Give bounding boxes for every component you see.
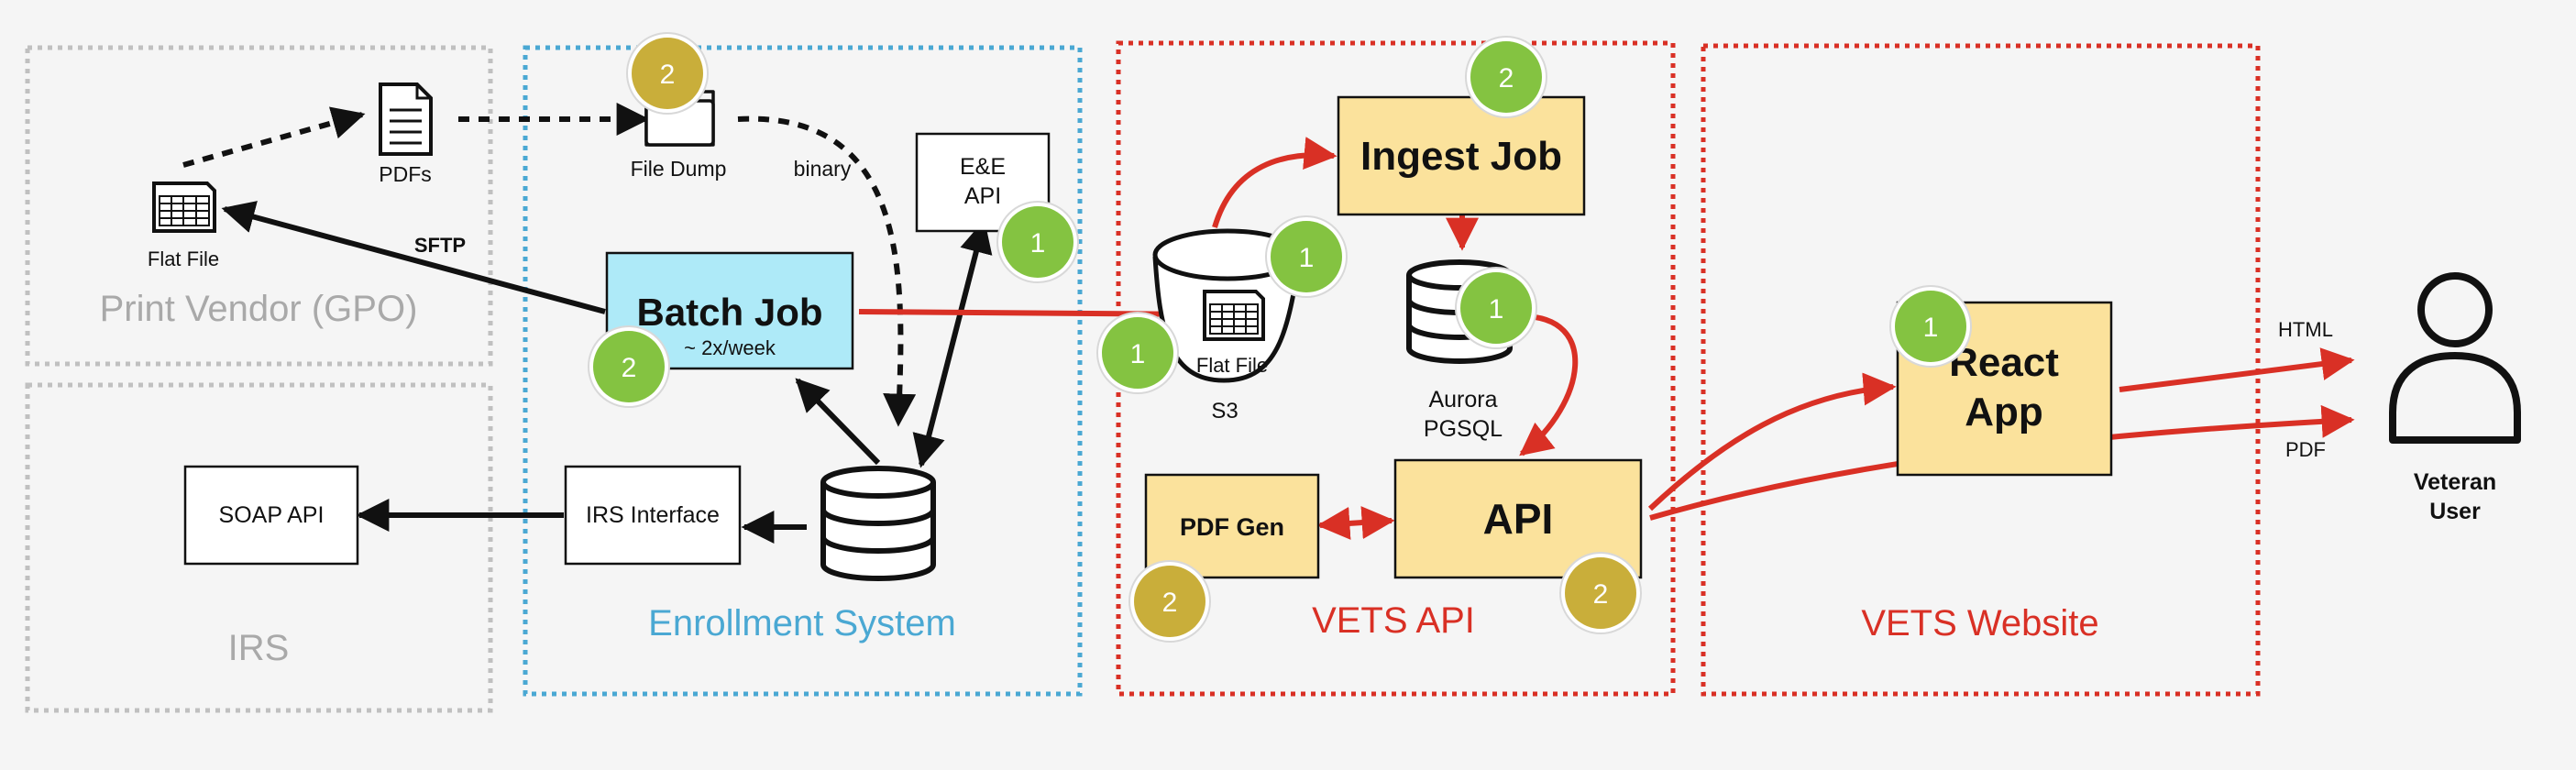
irs-interface-label: IRS Interface (586, 502, 720, 528)
edge-db-ee-api (912, 219, 993, 468)
badge-react-app: 1 (1889, 285, 1972, 368)
react-app-label-line1: React (1949, 340, 2059, 385)
edge-label-html: HTML (2278, 318, 2333, 341)
edge-filedump-to-db (737, 116, 917, 427)
edge-api-to-react (1647, 372, 1897, 512)
spreadsheet-icon (1203, 290, 1265, 341)
edge-label-binary: binary (794, 157, 852, 181)
flat-file-vendor: Flat File (148, 182, 219, 270)
badge-flat-file-s3: 1 (1096, 312, 1179, 394)
badge-pdf-gen-number: 2 (1162, 588, 1178, 618)
badge-batch-job-number: 2 (622, 353, 637, 383)
badge-api: 2 (1559, 552, 1642, 634)
spreadsheet-icon (152, 182, 216, 233)
edge-pdfgen-api (1316, 506, 1395, 540)
file-dump-label: File Dump (631, 157, 727, 181)
document-icon (379, 82, 433, 156)
pdf-gen-label: PDF Gen (1180, 513, 1284, 541)
vets-api-region-title: VETS API (1312, 600, 1475, 641)
edge-label-pdf: PDF (2285, 438, 2326, 461)
badge-react-app-number: 1 (1923, 313, 1939, 343)
edge-flatfile-to-pdfs (182, 106, 366, 168)
batch-job-frequency: ~ 2x/week (684, 336, 776, 359)
badge-s3-number: 1 (1299, 243, 1315, 273)
react-app-node: React App (1896, 301, 2113, 477)
badge-api-number: 2 (1593, 579, 1609, 610)
badge-ee-api: 1 (996, 201, 1079, 283)
pdfs-node: PDFs (379, 82, 433, 186)
badge-file-dump-number: 2 (660, 60, 676, 90)
person-icon (2389, 272, 2521, 444)
veteran-user-label-line2: User (2429, 499, 2481, 524)
edge-react-to-veteran-html (2119, 347, 2355, 392)
react-app-label-line2: App (1965, 390, 2043, 434)
batch-job-label: Batch Job (636, 291, 822, 334)
edge-s3-to-ingestjob (1212, 137, 1338, 228)
api-label: API (1483, 495, 1554, 543)
enrollment-database (820, 466, 936, 581)
vets-website-region-title: VETS Website (1861, 603, 2098, 644)
aurora-label-line2: PGSQL (1424, 416, 1503, 442)
irs-region-title: IRS (228, 628, 290, 668)
edge-label-sftp: SFTP (414, 234, 466, 257)
badge-ee-api-number: 1 (1030, 228, 1046, 258)
badge-file-dump: 2 (626, 32, 709, 115)
irs-interface-node: IRS Interface (564, 465, 742, 566)
pdfs-label: PDFs (379, 162, 432, 186)
print-vendor-region-title: Print Vendor (GPO) (100, 289, 418, 329)
flat-file-s3: Flat File (1196, 290, 1268, 377)
veteran-user-label-line1: Veteran (2414, 469, 2496, 495)
ingest-job-node: Ingest Job (1337, 95, 1586, 216)
edge-db-to-batchjob (795, 378, 881, 466)
badge-ingest-job: 2 (1465, 36, 1547, 118)
enrollment-region-title: Enrollment System (648, 603, 956, 644)
database-icon (820, 466, 936, 581)
enrollment-region (523, 45, 1083, 697)
edge-aurora-to-api (1519, 314, 1579, 456)
print-vendor-region (25, 45, 493, 367)
s3-label: S3 (1211, 399, 1238, 424)
ingest-job-label: Ingest Job (1360, 134, 1562, 179)
veteran-user: Veteran User (2389, 272, 2521, 524)
irs-region (25, 382, 493, 713)
edge-batchjob-to-s3 (858, 297, 1207, 331)
ee-api-label-line1: E&E (960, 154, 1006, 180)
badge-s3: 1 (1265, 215, 1348, 298)
api-node: API (1393, 458, 1643, 579)
flat-file-vendor-label: Flat File (148, 248, 219, 270)
edge-batchjob-to-flatfile-sftp (221, 201, 606, 314)
soap-api-label: SOAP API (219, 502, 325, 528)
soap-api-node: SOAP API (183, 465, 359, 566)
aurora-label-line1: Aurora (1428, 387, 1497, 412)
badge-pdf-gen: 2 (1128, 560, 1211, 643)
badge-batch-job: 2 (588, 325, 670, 408)
badge-aurora-number: 1 (1489, 294, 1504, 324)
badge-aurora: 1 (1455, 267, 1537, 349)
flat-file-s3-label: Flat File (1196, 354, 1268, 377)
badge-flat-file-s3-number: 1 (1130, 339, 1146, 369)
vets-api-region (1116, 40, 1676, 697)
badge-ingest-job-number: 2 (1499, 63, 1514, 94)
ee-api-label-line2: API (964, 183, 1001, 209)
